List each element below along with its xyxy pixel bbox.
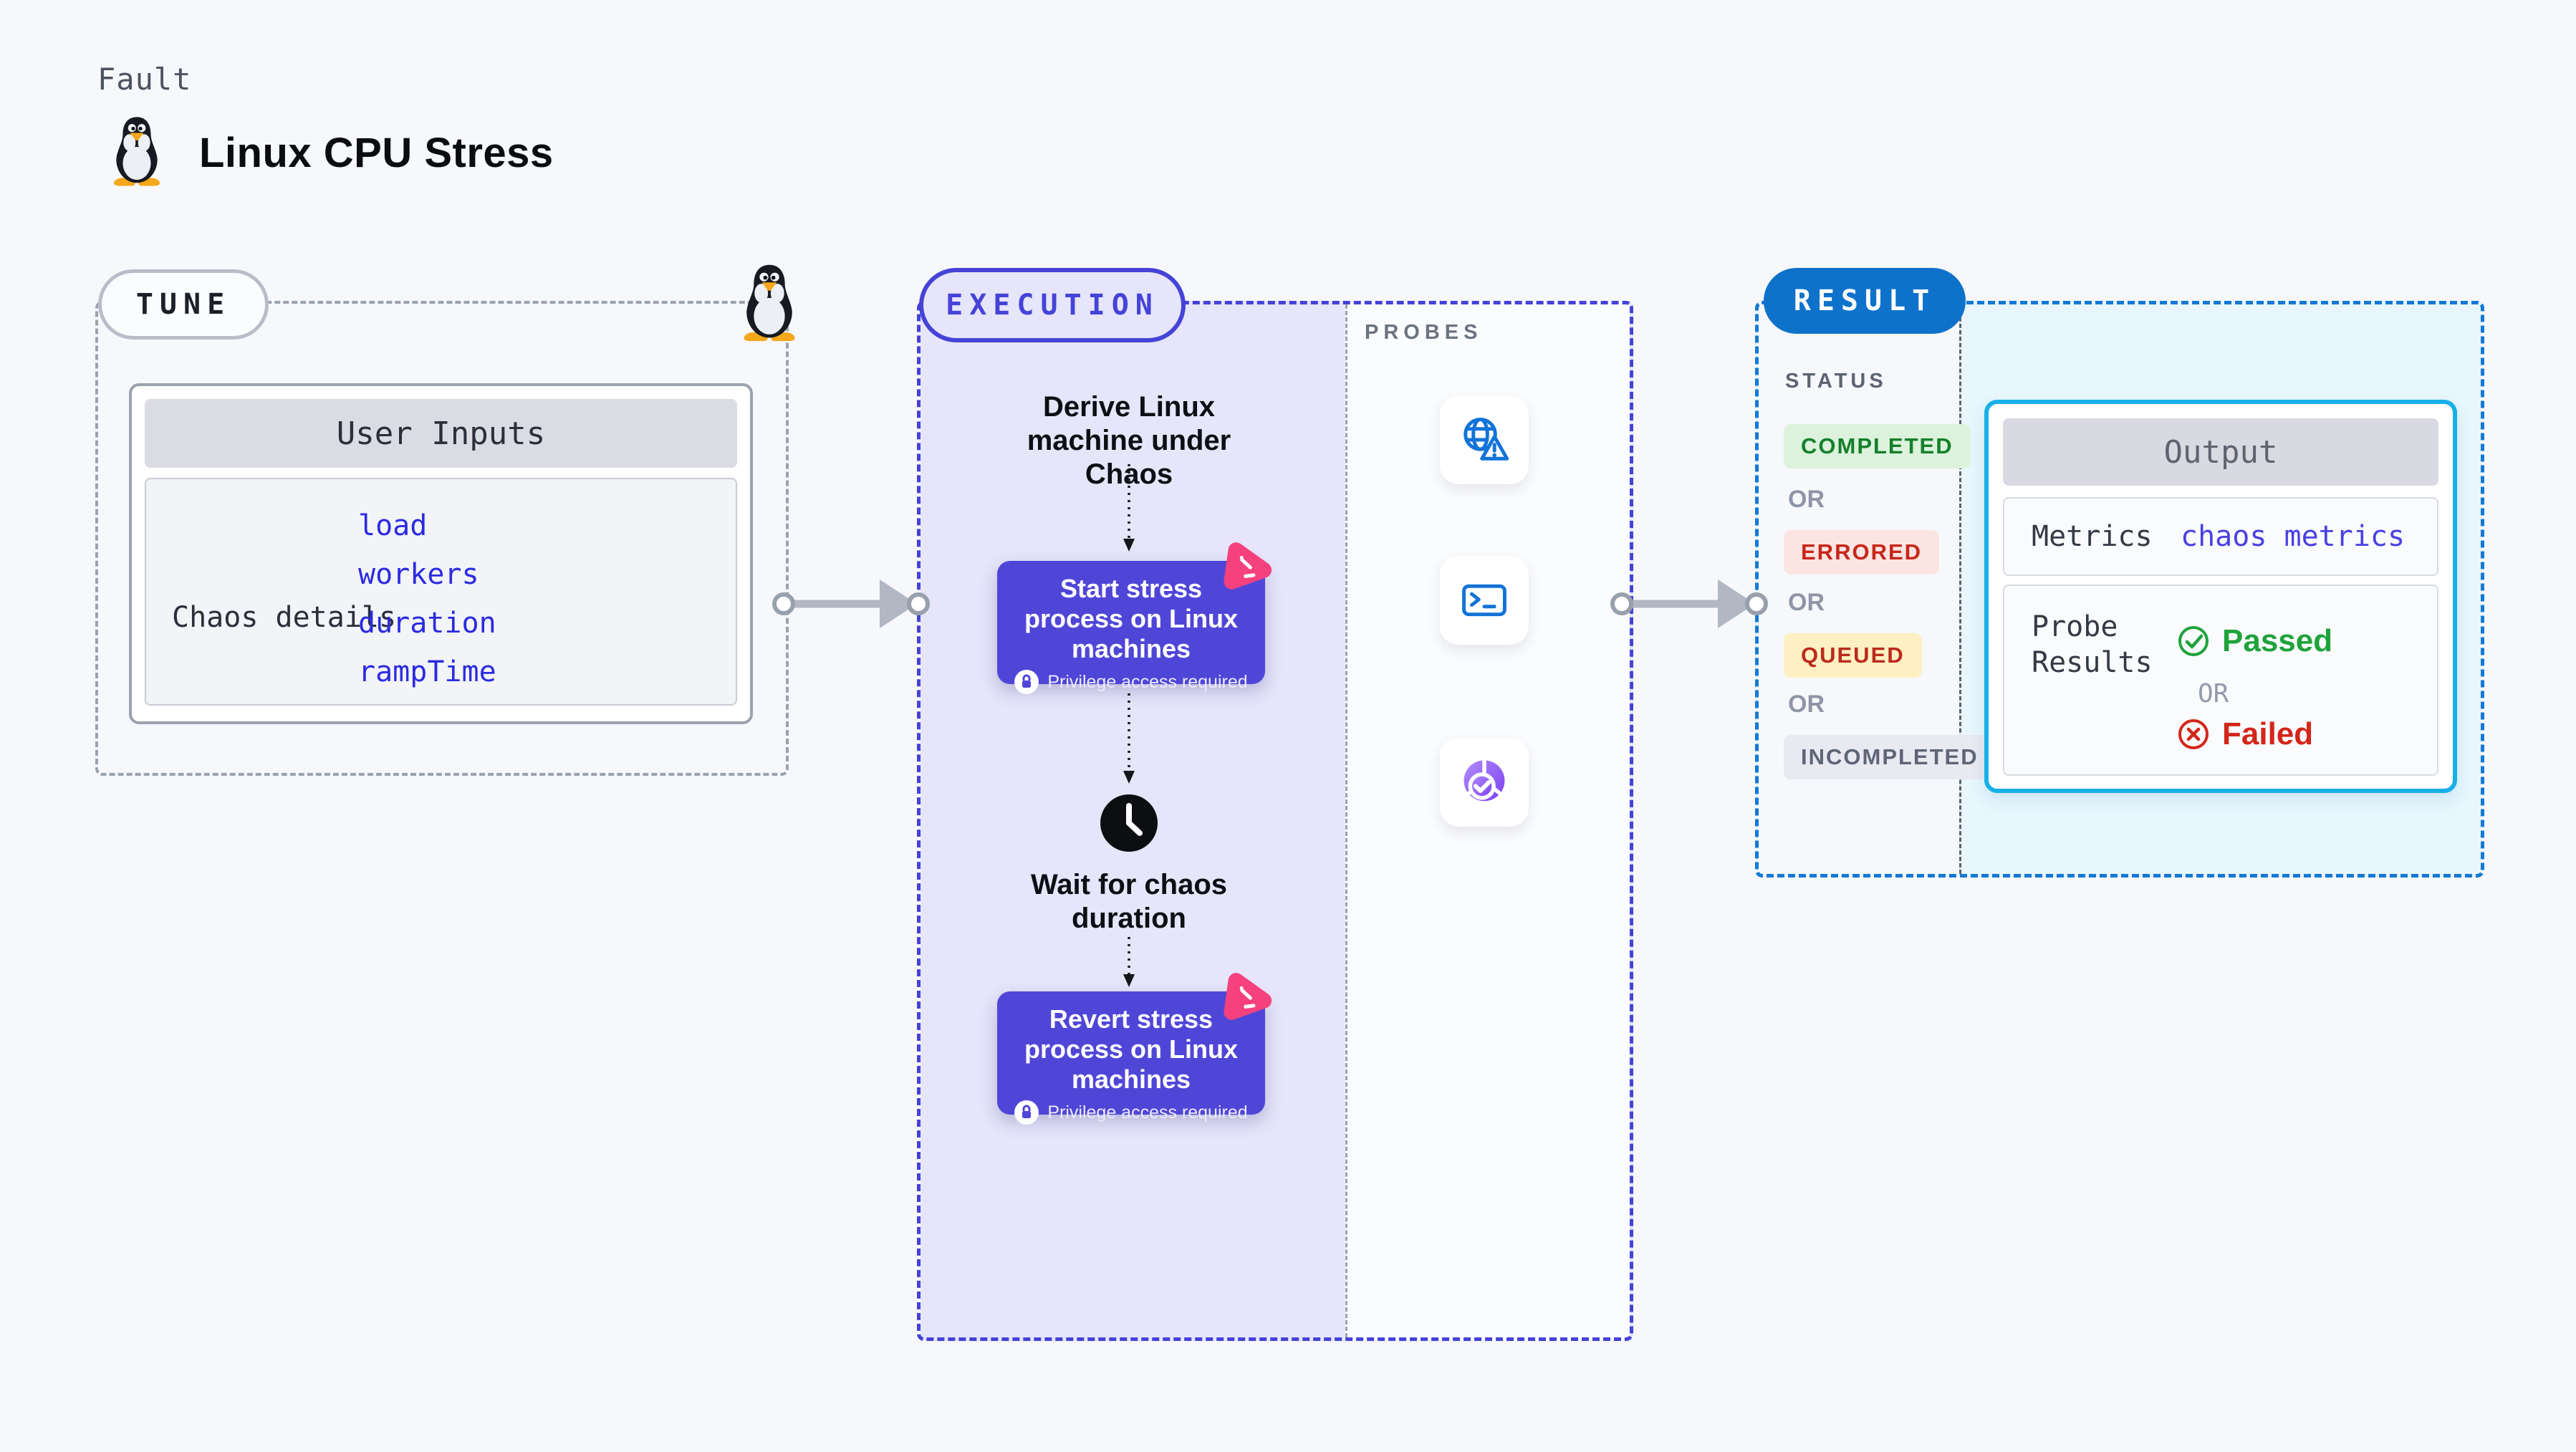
x-circle-icon <box>2178 719 2209 749</box>
chaos-details-label: Chaos details <box>172 601 397 634</box>
tune-section-container <box>95 301 789 776</box>
lock-icon <box>1014 670 1039 694</box>
status-badge-queued: QUEUED <box>1784 633 1922 678</box>
output-title: Output <box>2003 418 2438 486</box>
revert-stress-step: Revert stress process on Linux machines … <box>997 991 1265 1125</box>
user-inputs-title: User Inputs <box>145 399 737 468</box>
flow-arrow-down-icon <box>1123 937 1135 987</box>
fault-kicker: Fault <box>97 62 192 97</box>
clock-icon <box>1100 794 1158 852</box>
wait-step-text: Wait for chaos duration <box>1030 869 1228 934</box>
result-section-badge: RESULT <box>1764 268 1966 334</box>
failed-label: Failed <box>2222 716 2314 751</box>
flow-arrow-down-icon <box>1123 693 1135 784</box>
srm-slo-probe-card <box>1440 738 1529 827</box>
revert-stress-title: Revert stress process on Linux machines <box>1024 1004 1239 1094</box>
status-badge-errored: ERRORED <box>1784 530 1940 574</box>
start-stress-step: Start stress process on Linux machines P… <box>997 561 1265 694</box>
user-inputs-card: User Inputs Chaos details load workers d… <box>129 383 753 724</box>
lock-icon <box>1014 1100 1039 1125</box>
linux-tux-icon <box>113 117 160 186</box>
http-probe-card <box>1440 395 1529 484</box>
user-inputs-table: Chaos details load workers duration ramp… <box>145 478 737 706</box>
tune-section-badge: TUNE <box>98 269 269 340</box>
probes-label: PROBES <box>1365 321 1483 344</box>
probe-results-row: Probe Results Passed OR Failed <box>2003 585 2438 776</box>
command-probe-card <box>1440 556 1529 645</box>
globe-alert-icon <box>1464 418 1509 461</box>
linux-tux-corner-icon <box>744 264 795 342</box>
check-circle-icon <box>2178 626 2209 656</box>
privilege-note: Privilege access required <box>1047 1102 1248 1122</box>
terminal-icon <box>1462 584 1506 617</box>
input-link-workers[interactable]: workers <box>358 558 479 591</box>
metrics-row: Metrics chaos metrics <box>2003 497 2438 576</box>
execution-probes-divider <box>1345 304 1347 1337</box>
or-separator: OR <box>1788 589 1825 616</box>
start-stress-title: Start stress process on Linux machines <box>1024 574 1239 663</box>
status-label: STATUS <box>1785 370 1887 393</box>
status-badge-incompleted: INCOMPLETED <box>1784 735 1996 779</box>
chaos-fault-icon <box>1219 539 1279 600</box>
status-output-divider <box>1959 304 1961 874</box>
probe-results-label: Probe Results <box>2032 610 2153 679</box>
passed-result: Passed <box>2176 623 2332 659</box>
metrics-label: Metrics <box>2032 520 2153 553</box>
input-link-ramptime[interactable]: rampTime <box>358 655 496 688</box>
or-separator: OR <box>1788 486 1825 513</box>
chaos-fault-icon <box>1219 970 1279 1030</box>
execution-to-result-arrow <box>1610 568 1768 640</box>
slo-donut-icon <box>1464 759 1505 802</box>
derive-step-text: Derive Linux machine under Chaos <box>1027 391 1231 490</box>
input-link-load[interactable]: load <box>358 509 428 542</box>
status-badge-completed: COMPLETED <box>1784 424 1971 468</box>
privilege-note: Privilege access required <box>1047 671 1248 692</box>
flow-arrow-down-icon <box>1123 464 1135 552</box>
or-separator: OR <box>1788 691 1825 718</box>
page-title: Linux CPU Stress <box>199 130 554 176</box>
chaos-metrics-link[interactable]: chaos metrics <box>2181 520 2406 553</box>
input-link-duration[interactable]: duration <box>358 607 496 640</box>
output-card: Output Metrics chaos metrics Probe Resul… <box>1984 400 2457 793</box>
passed-label: Passed <box>2222 623 2333 658</box>
tune-to-execution-arrow <box>772 568 930 640</box>
failed-result: Failed <box>2176 716 2313 752</box>
or-separator: OR <box>2198 679 2229 708</box>
execution-section-badge: EXECUTION <box>919 268 1186 342</box>
